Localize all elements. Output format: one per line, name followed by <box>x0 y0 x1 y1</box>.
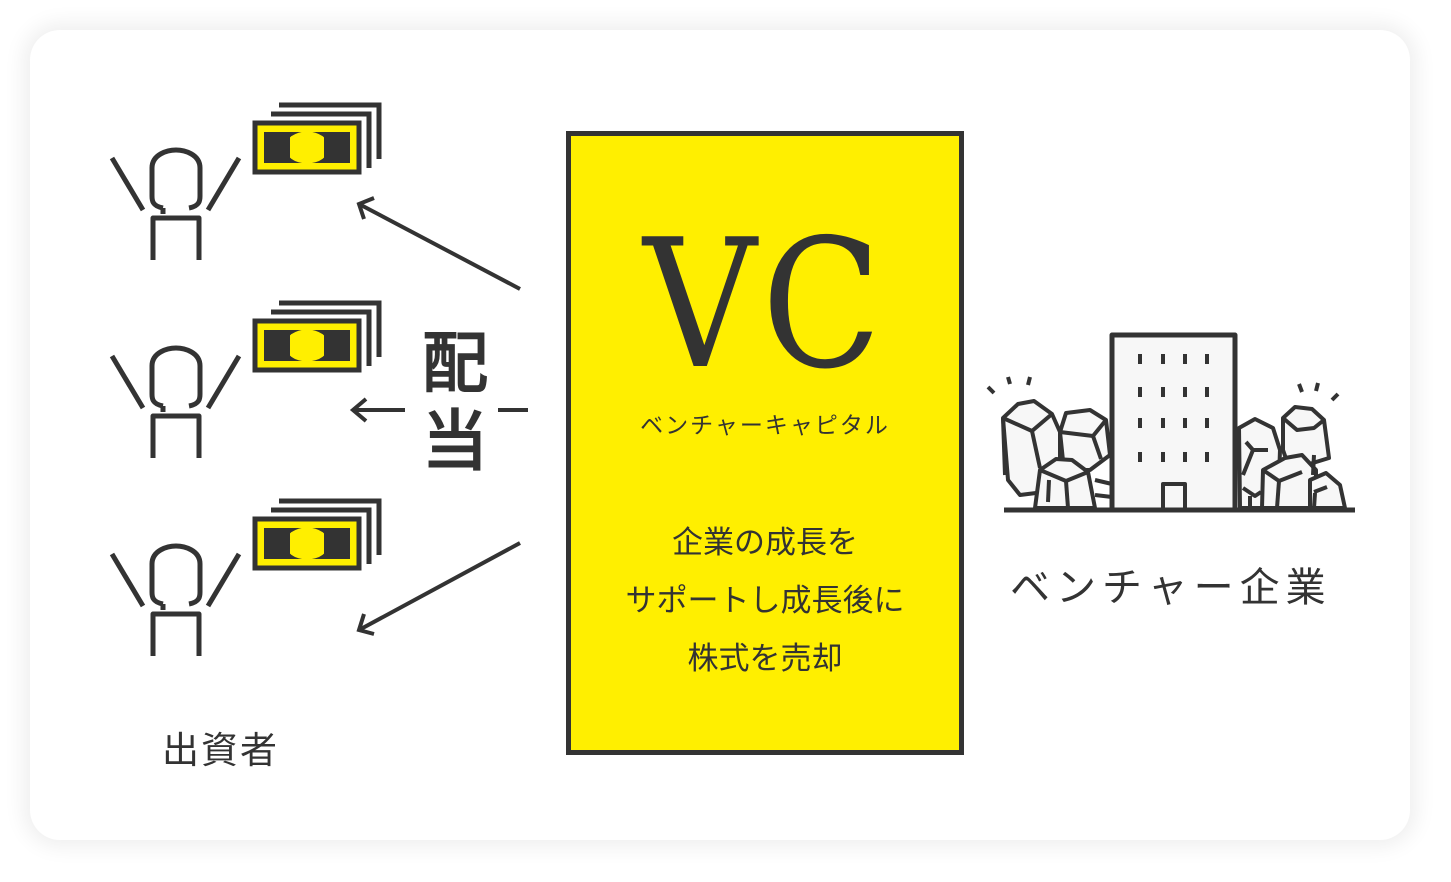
vc-description-line: 企業の成長を <box>672 525 858 561</box>
arrow-up-left-icon <box>356 196 521 291</box>
venture-illustration <box>986 332 1355 513</box>
vc-title: VC <box>643 201 887 408</box>
venture-company-label: ベンチャー企業 <box>1010 565 1332 611</box>
investor-3-money-icon <box>255 501 379 568</box>
investor-1-money-icon <box>255 105 379 172</box>
arrow-down-left-icon <box>356 541 521 636</box>
investor-2-money-icon <box>255 303 379 370</box>
investors-label: 出資者 <box>162 729 279 772</box>
rocks-left-icon <box>1001 399 1112 510</box>
arrow-left-icon <box>349 397 528 423</box>
dividend-label-line2: 当 <box>422 403 488 480</box>
vc-description: 企業の成長を サポートし成長後に 株式を売却 <box>571 514 959 688</box>
vc-subtitle: ベンチャーキャピタル <box>640 413 890 439</box>
vc-description-line: サポートし成長後に <box>625 583 905 619</box>
vc-description-line: 株式を売却 <box>687 641 843 677</box>
rocks-right-icon <box>1237 405 1347 510</box>
dividend-label: 配 当 <box>410 325 500 481</box>
investor-2-person-icon <box>112 348 239 458</box>
investor-3-person-icon <box>112 546 239 656</box>
office-building-icon <box>1109 332 1238 509</box>
dividend-label-line1: 配 <box>422 325 488 402</box>
investor-1-person-icon <box>112 150 239 260</box>
vc-box: VC ベンチャーキャピタル 企業の成長を サポートし成長後に 株式を売却 <box>566 131 964 755</box>
